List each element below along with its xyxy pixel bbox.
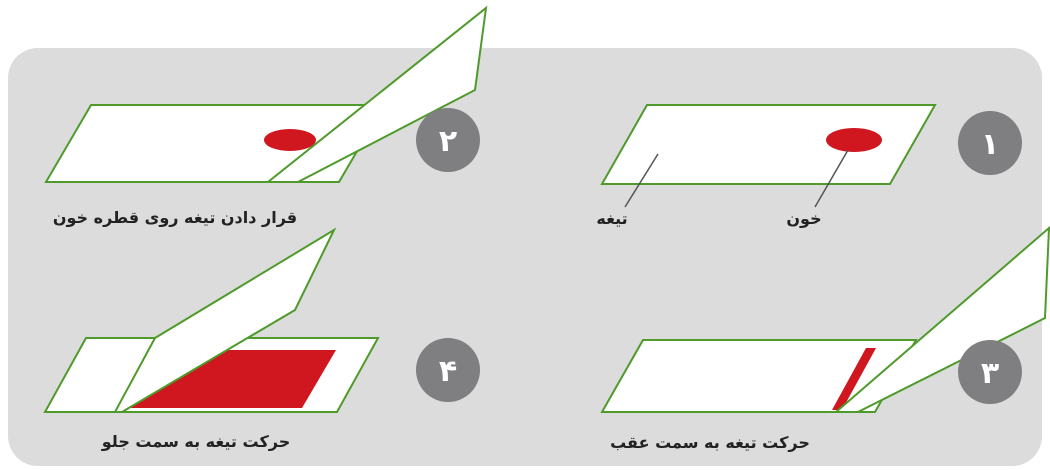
- slide-3: [600, 339, 918, 413]
- step-caption-2: قرار دادن تیغه روی قطره خون: [53, 208, 297, 227]
- step-number-3: ۳: [981, 356, 999, 391]
- slide-1: [600, 104, 937, 185]
- spreader-blade-2: [265, 5, 488, 183]
- blood-pointer-line: [814, 149, 849, 208]
- step-badge-4: [416, 338, 480, 402]
- step-number-2: ۲: [439, 124, 457, 159]
- blood-smear-4: [130, 350, 336, 408]
- blood-line-3: [832, 348, 876, 410]
- step-caption-3: حرکت تیغه به سمت عقب: [610, 433, 810, 452]
- step-badge-1: [958, 111, 1022, 175]
- step-4: ۴ حرکت تیغه به سمت جلو: [43, 227, 480, 451]
- step-number-4: ۴: [439, 354, 457, 389]
- step-1: خون تیغه ۱: [596, 104, 1022, 228]
- step-2: ۲ قرار دادن تیغه روی قطره خون: [44, 5, 488, 227]
- step-badge-2: [416, 108, 480, 172]
- step-caption-4: حرکت تیغه به سمت جلو: [101, 432, 290, 451]
- spreader-blade-3: [833, 225, 1050, 413]
- spreader-blade-4: [113, 227, 337, 413]
- step-3: ۳ حرکت تیغه به سمت عقب: [600, 225, 1050, 452]
- step-badge-3: [958, 340, 1022, 404]
- blade-label: تیغه: [596, 209, 627, 228]
- step-number-1: ۱: [981, 127, 999, 162]
- blade-pointer-line: [624, 153, 659, 208]
- blood-drop-1: [826, 128, 882, 152]
- blood-drop-2: [264, 129, 316, 151]
- blood-label: خون: [786, 209, 821, 228]
